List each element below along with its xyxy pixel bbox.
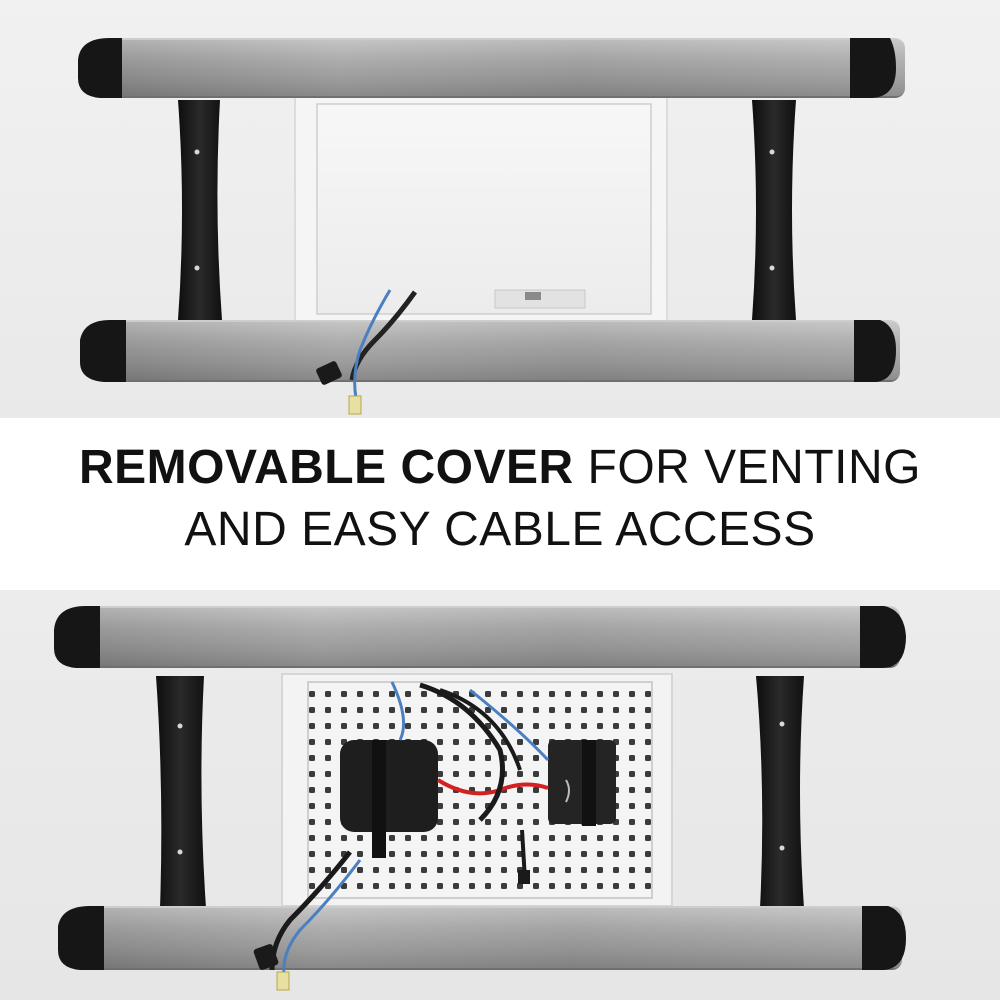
right-vertical-arm — [756, 676, 804, 908]
removable-cover — [316, 103, 652, 315]
right-vertical-arm — [752, 100, 796, 320]
ethernet-cable — [353, 289, 392, 399]
photo-cover-removed — [0, 590, 1000, 1000]
caption-regular-text: FOR VENTING — [573, 441, 921, 494]
caption-bold-text: REMOVABLE COVER — [79, 441, 574, 494]
caption-line-2: AND EASY CABLE ACCESS — [184, 503, 816, 556]
ethernet-cable — [282, 859, 362, 975]
photo-cover-installed — [0, 0, 1000, 418]
network-switch-icon — [548, 740, 616, 826]
left-vertical-arm — [178, 100, 222, 320]
left-vertical-arm — [156, 676, 206, 908]
caption-line-1: REMOVABLE COVER FOR VENTING — [0, 440, 1000, 495]
tv-mount-bracket-icon — [54, 606, 906, 991]
media-player-icon — [340, 740, 438, 858]
tv-mount-bracket-icon — [78, 38, 905, 415]
caption-band — [0, 418, 1000, 590]
